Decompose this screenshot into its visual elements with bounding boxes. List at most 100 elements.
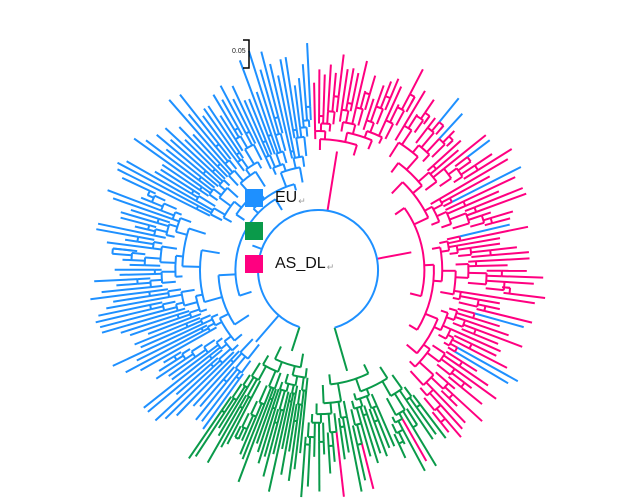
tree-branch [223, 397, 235, 413]
tree-branch [247, 343, 260, 360]
tree-leaf-branch [124, 238, 138, 243]
tree-branch [258, 385, 268, 403]
tree-leaf-branch [373, 421, 388, 457]
tree-branch [426, 138, 440, 153]
tree-leaf-branch [158, 359, 178, 372]
tree-branch [477, 303, 486, 307]
tree-branch [177, 310, 190, 316]
tree-arc [480, 215, 486, 224]
tree-leaf-branch [472, 317, 500, 328]
tree-branch [372, 407, 380, 421]
tree-branch [207, 343, 219, 354]
tree-branch [181, 348, 191, 355]
tree-branch [407, 115, 418, 129]
tree-branch [351, 400, 356, 409]
tree-branch [355, 378, 362, 392]
tree-leaf-branch [94, 278, 138, 283]
tree-branch [447, 239, 461, 245]
tree-leaf-branch [175, 363, 212, 396]
tree-branch [433, 326, 442, 332]
tree-leaf-branch [471, 342, 497, 357]
tree-arc [445, 328, 452, 340]
tree-leaf-branch [432, 139, 462, 167]
tree-branch [239, 290, 252, 297]
tree-branch [453, 289, 461, 293]
tree-branch [176, 354, 184, 361]
tree-leaf-branch [255, 91, 273, 136]
tree-branch [379, 366, 389, 379]
tree-branch [389, 106, 399, 123]
tree-leaf-branch [184, 138, 216, 170]
tree-leaf-branch [444, 417, 462, 438]
tree-leaf-branch [121, 176, 151, 192]
tree-branch [268, 370, 277, 387]
tree-leaf-branch [219, 85, 247, 134]
tree-leaf-branch [401, 418, 428, 462]
tree-branch [178, 313, 191, 320]
tree-leaf-branch [375, 405, 396, 447]
tree-branch [182, 265, 201, 268]
tree-branch [168, 288, 182, 293]
tree-branch [149, 288, 169, 293]
tree-leaf-branch [120, 211, 158, 224]
tree-arc [296, 135, 305, 139]
tree-branch [412, 394, 422, 406]
tree-arc [217, 275, 236, 326]
tree-branch [235, 370, 241, 378]
tree-branch [393, 393, 406, 411]
tree-branch [282, 391, 290, 411]
tree-leaf-branch [194, 411, 226, 457]
tree-branch [436, 210, 447, 218]
tree-branch [240, 360, 252, 374]
tree-leaf-branch [447, 382, 456, 390]
tree-leaf-branch [490, 251, 529, 257]
tree-branch [417, 171, 430, 183]
tree-branch [137, 277, 151, 281]
tree-leaf-branch [284, 56, 298, 130]
tree-branch [234, 138, 244, 152]
tree-branch [236, 161, 245, 172]
tree-leaf-branch [116, 282, 138, 287]
tree-branch [451, 338, 470, 350]
tree-leaf-branch [460, 386, 483, 405]
tree-branch [222, 366, 236, 380]
tree-branch [415, 127, 429, 144]
tree-branch [131, 251, 146, 256]
tree-leaf-branch [365, 98, 375, 121]
tree-branch [241, 396, 250, 409]
tree-branch [154, 194, 166, 202]
tree-branch [210, 313, 219, 319]
tree-branch [208, 193, 219, 202]
tree-leaf-branch [126, 160, 197, 202]
tree-leaf-branch [287, 420, 299, 482]
tree-leaf-branch [468, 347, 508, 369]
tree-branch [223, 179, 231, 187]
tree-branch [326, 111, 329, 124]
tree-branch [471, 254, 491, 258]
tree-branch [394, 125, 406, 141]
tree-arc [396, 428, 404, 435]
tree-leaf-branch [192, 133, 221, 165]
tree-arc [455, 245, 459, 254]
tree-branch [137, 240, 154, 246]
tree-leaf-branch [448, 397, 458, 407]
tree-arc [409, 93, 416, 98]
tree-branch [391, 374, 403, 390]
tree-leaf-branch [168, 356, 196, 377]
tree-branch [177, 307, 186, 312]
tree-branch [309, 106, 312, 121]
tree-arc [130, 252, 133, 261]
tree-leaf-branch [267, 400, 290, 492]
tree-leaf-branch [97, 222, 155, 237]
tree-branch [168, 293, 183, 298]
tree-branch [219, 313, 229, 320]
tree-branch [368, 408, 376, 423]
tree-branch [292, 157, 297, 169]
tree-branch [429, 168, 437, 175]
tree-branch [292, 130, 296, 139]
tree-branch [453, 334, 473, 345]
tree-leaf-branch [412, 426, 437, 467]
tree-arc [341, 108, 349, 112]
tree-leaf-branch [313, 82, 317, 132]
